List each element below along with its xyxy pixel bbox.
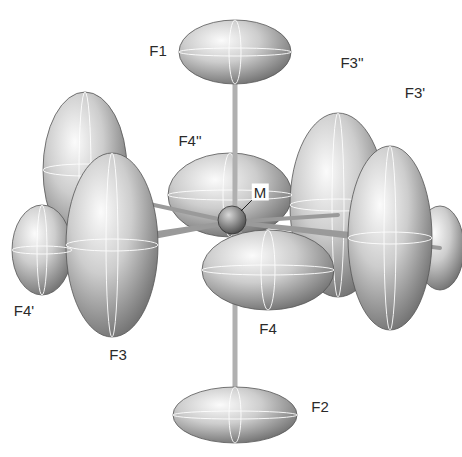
- atom-label: M: [252, 184, 269, 201]
- atom-label: F3': [403, 84, 427, 101]
- atom-label: F4: [257, 320, 279, 337]
- atom-label: F4': [12, 302, 36, 319]
- principal-axes: [12, 20, 432, 443]
- leader-line: [241, 200, 252, 211]
- front-ellipsoids: [12, 20, 432, 443]
- atom-label: F2: [309, 398, 331, 415]
- atom-label: F3'': [338, 54, 365, 71]
- atom-label: F3: [107, 346, 129, 363]
- atom-label: F1: [147, 42, 169, 59]
- atom-label: F4'': [176, 132, 203, 149]
